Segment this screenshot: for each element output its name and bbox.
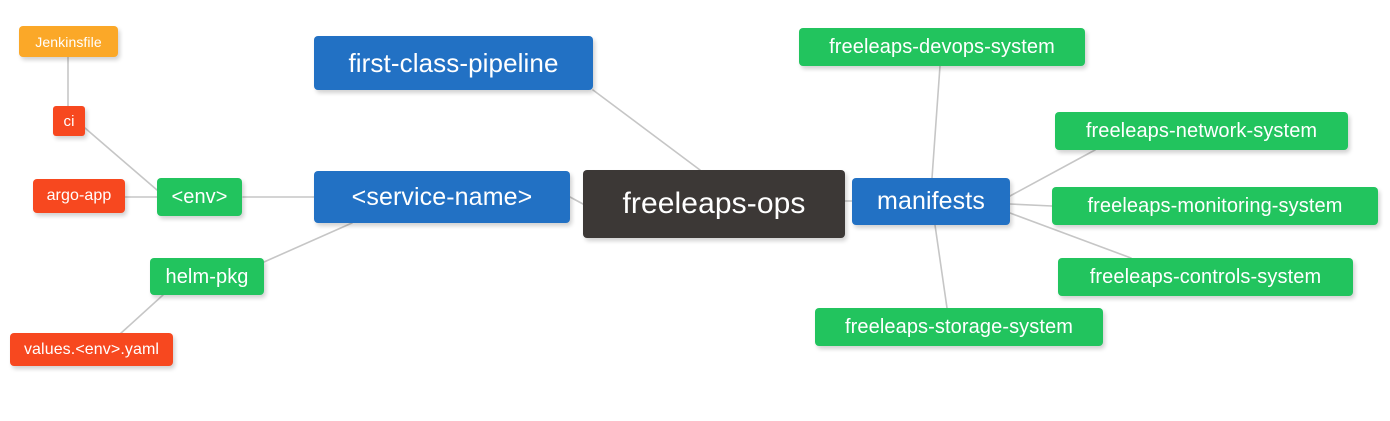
node-jenkinsfile[interactable]: Jenkinsfile [19, 26, 118, 57]
node-label-values-env-yaml: values.<env>.yaml [23, 340, 160, 358]
node-helm-pkg[interactable]: helm-pkg [150, 258, 264, 295]
node-label-ci: ci [63, 112, 75, 130]
node-label-freeleaps-ops: freeleaps-ops [622, 187, 806, 220]
edge-env-to-ci [84, 127, 158, 191]
edge-manifests-to-freeleaps-storage-system [934, 224, 948, 309]
node-label-freeleaps-storage-system: freeleaps-storage-system [844, 316, 1074, 338]
node-argo-app[interactable]: argo-app [33, 179, 125, 213]
node-label-env: <env> [171, 186, 228, 208]
edge-manifests-to-freeleaps-monitoring-system [1009, 203, 1053, 207]
node-freeleaps-storage-system[interactable]: freeleaps-storage-system [815, 308, 1103, 346]
node-values-env-yaml[interactable]: values.<env>.yaml [10, 333, 173, 366]
node-freeleaps-network-system[interactable]: freeleaps-network-system [1055, 112, 1348, 150]
node-label-helm-pkg: helm-pkg [165, 265, 249, 288]
node-freeleaps-devops-system[interactable]: freeleaps-devops-system [799, 28, 1085, 66]
edge-freeleaps-ops-to-service-name [569, 196, 584, 205]
edge-freeleaps-ops-to-first-class-pipeline [592, 89, 701, 171]
node-freeleaps-ops[interactable]: freeleaps-ops [583, 170, 845, 238]
node-ci[interactable]: ci [53, 106, 85, 136]
node-first-class-pipeline[interactable]: first-class-pipeline [314, 36, 593, 90]
edge-manifests-to-freeleaps-devops-system [931, 65, 941, 179]
node-freeleaps-monitoring-system[interactable]: freeleaps-monitoring-system [1052, 187, 1378, 225]
node-manifests[interactable]: manifests [852, 178, 1010, 225]
node-label-jenkinsfile: Jenkinsfile [35, 33, 102, 50]
node-label-manifests: manifests [877, 187, 985, 215]
node-env[interactable]: <env> [157, 178, 242, 216]
edge-manifests-to-freeleaps-controls-system [1009, 212, 1132, 259]
node-label-freeleaps-devops-system: freeleaps-devops-system [829, 36, 1055, 58]
node-label-freeleaps-network-system: freeleaps-network-system [1085, 120, 1318, 142]
node-service-name[interactable]: <service-name> [314, 171, 570, 223]
node-freeleaps-controls-system[interactable]: freeleaps-controls-system [1058, 258, 1353, 296]
node-label-first-class-pipeline: first-class-pipeline [348, 48, 559, 78]
node-label-service-name: <service-name> [351, 182, 533, 211]
node-label-argo-app: argo-app [46, 187, 112, 204]
node-label-freeleaps-controls-system: freeleaps-controls-system [1089, 266, 1322, 288]
edge-manifests-to-freeleaps-network-system [1009, 149, 1096, 197]
node-label-freeleaps-monitoring-system: freeleaps-monitoring-system [1087, 195, 1343, 217]
edge-helm-pkg-to-values-env-yaml [119, 294, 164, 335]
edge-service-name-to-helm-pkg [263, 222, 353, 263]
